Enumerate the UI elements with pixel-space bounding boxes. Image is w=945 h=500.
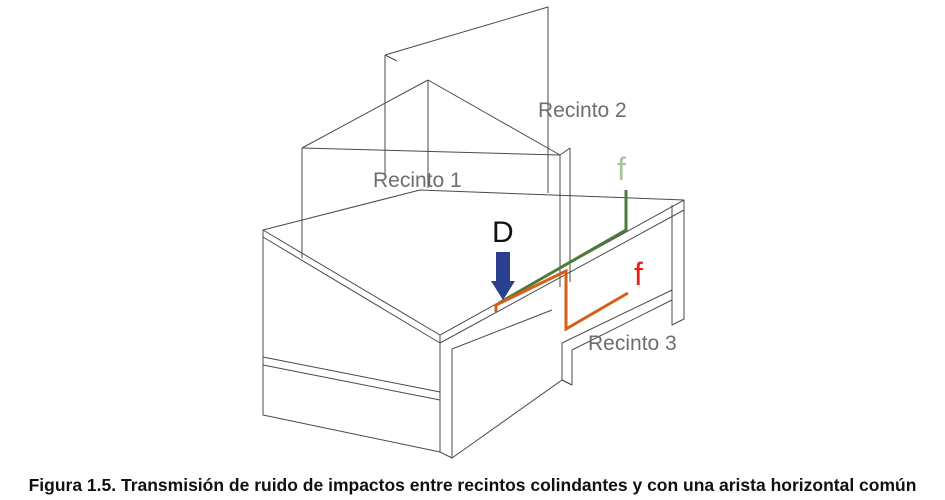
red-flanking-path (494, 268, 629, 332)
room-3-label: Recinto 3 (588, 332, 677, 355)
direct-label: D (492, 216, 514, 249)
floor-slab (262, 189, 685, 344)
figure-caption: Figura 1.5. Transmisión de ruido de impa… (28, 475, 917, 495)
room-2-label: Recinto 2 (538, 99, 627, 122)
upper-partitions (301, 6, 571, 287)
isometric-rooms-diagram: Recinto 1 Recinto 2 Recinto 3 D f f (262, 6, 685, 459)
room-1-label: Recinto 1 (373, 169, 462, 192)
green-flanking-path (498, 190, 628, 305)
flank-green-label: f (617, 151, 626, 187)
down-arrow-icon (491, 252, 515, 300)
flank-red-label: f (634, 256, 643, 292)
lower-structure (262, 205, 685, 459)
flanking-paths (494, 190, 629, 332)
